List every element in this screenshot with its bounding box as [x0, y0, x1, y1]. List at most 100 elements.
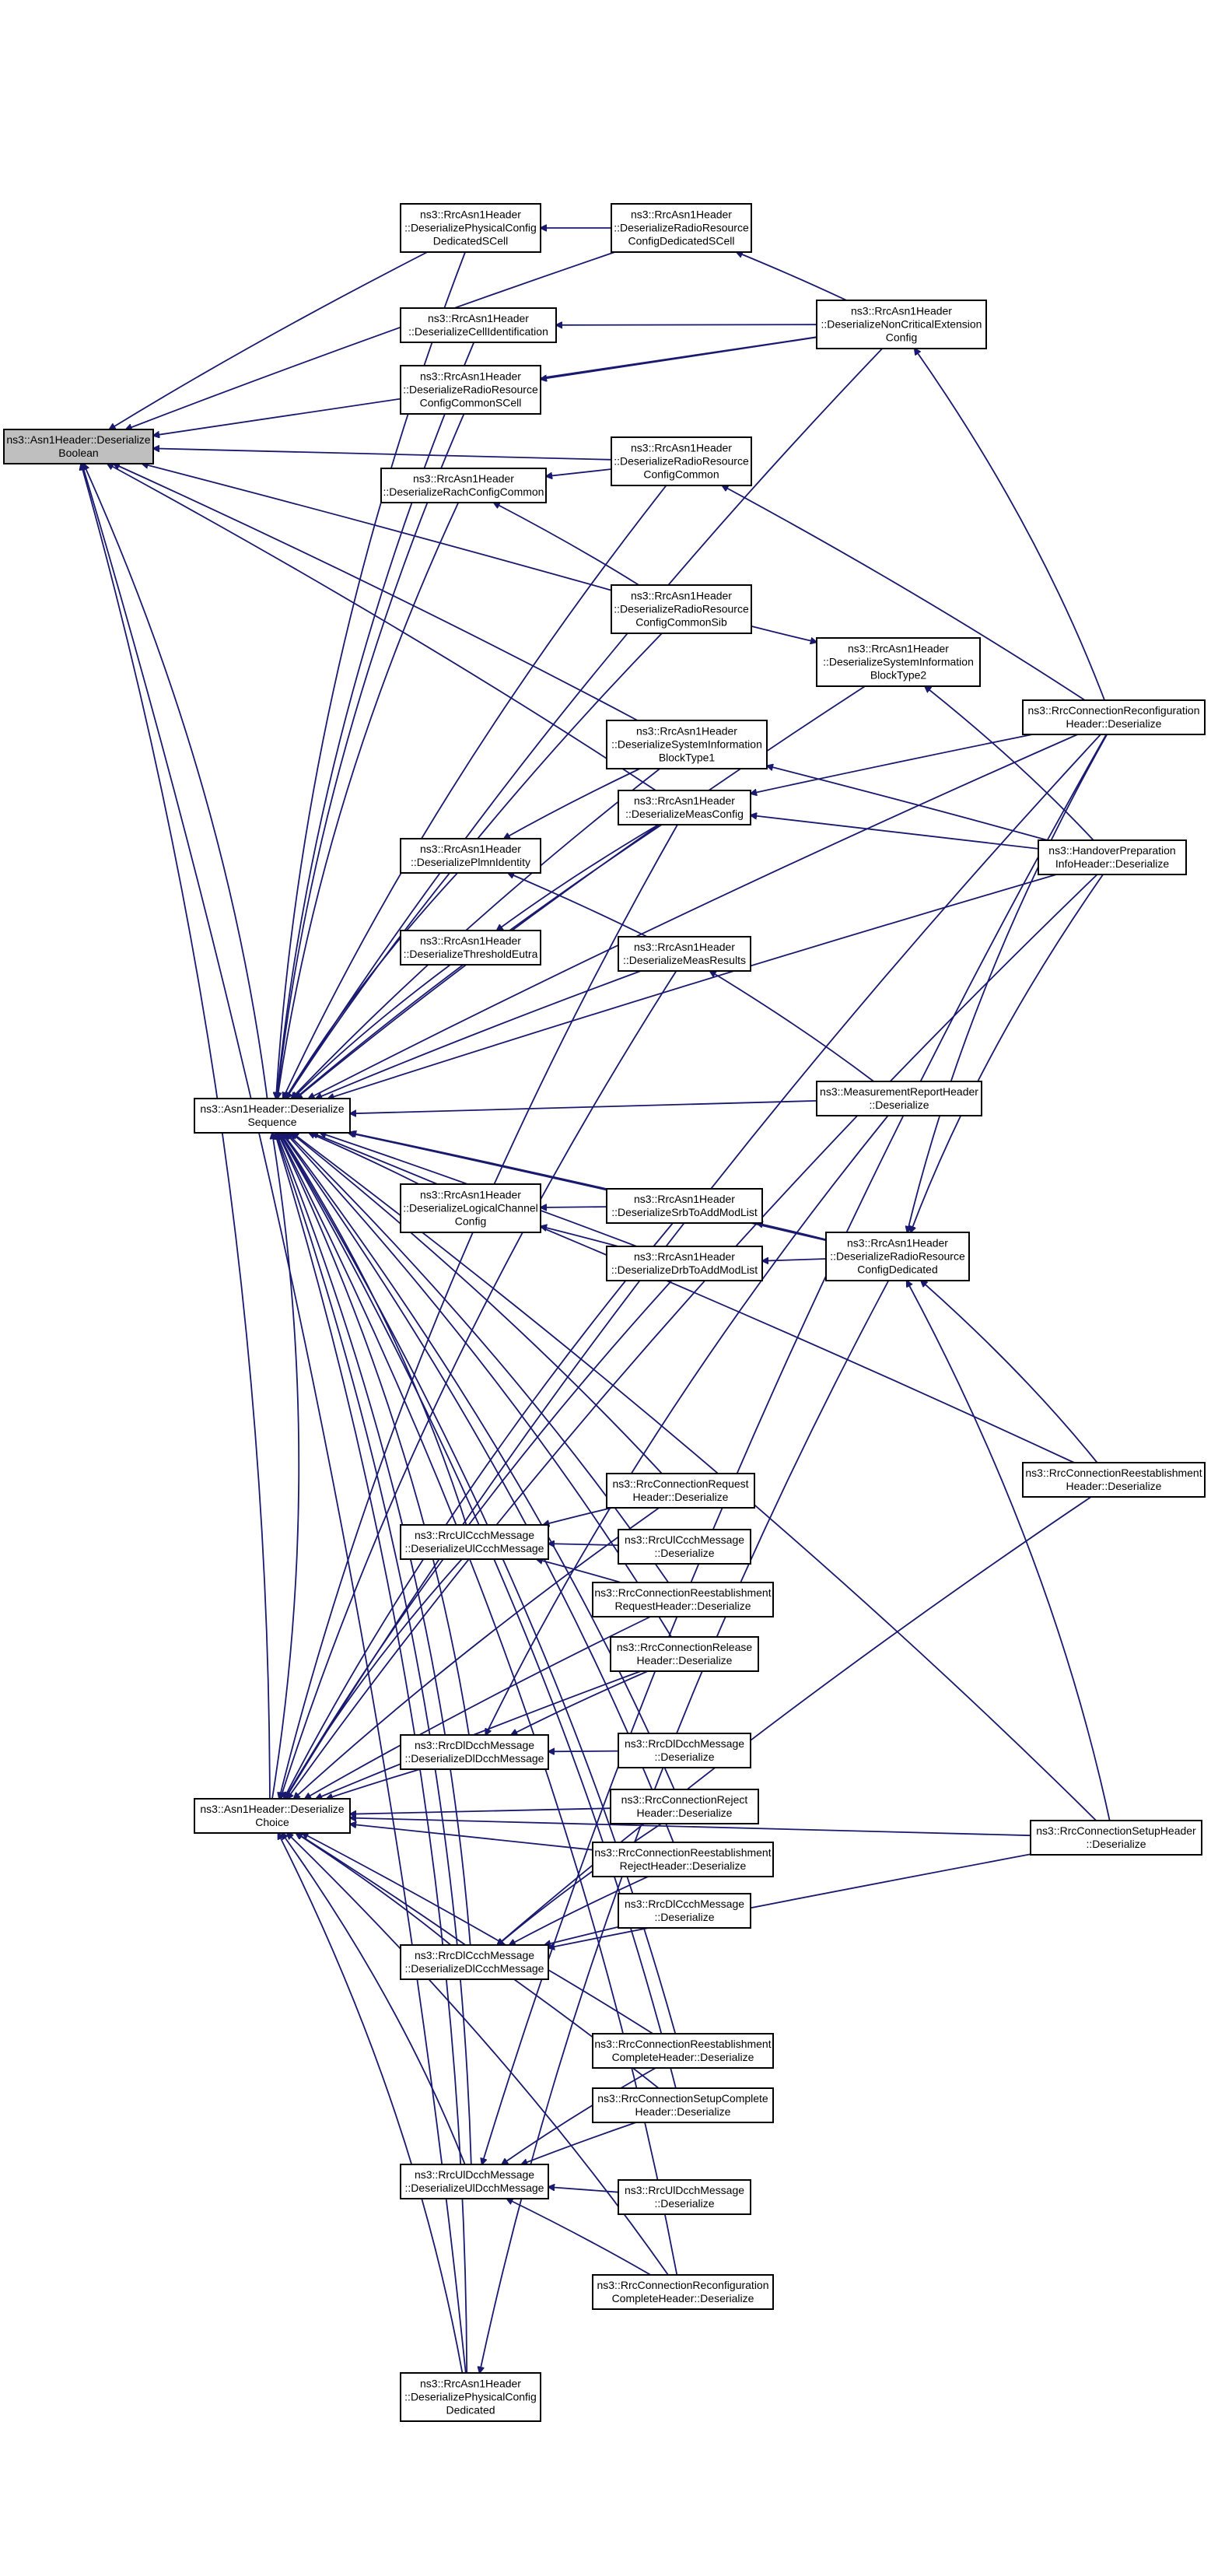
node-box-dlDcchDes[interactable] — [400, 1734, 549, 1770]
node-label-hoPrepHdr-line-0: ns3::HandoverPreparation — [1048, 844, 1175, 857]
node-box-logChCfg[interactable] — [400, 1183, 541, 1233]
node-dlCcchDes[interactable]: ns3::RrcDlCcchMessage::DeserializeDlCcch… — [400, 1944, 549, 1980]
node-box-rrCfgDed[interactable] — [825, 1232, 970, 1281]
node-rejectHdr[interactable]: ns3::RrcConnectionRejectHeader::Deserial… — [610, 1789, 759, 1824]
node-box-measCfg[interactable] — [618, 790, 751, 825]
node-box-rachCfg[interactable] — [380, 468, 547, 503]
node-physCfgDed[interactable]: ns3::RrcAsn1Header::DeserializePhysicalC… — [400, 2372, 541, 2422]
node-setupCompHdr[interactable]: ns3::RrcConnectionSetupCompleteHeader::D… — [592, 2087, 774, 2123]
node-hoPrepHdr[interactable]: ns3::HandoverPreparationInfoHeader::Dese… — [1038, 839, 1187, 875]
node-box-choice[interactable] — [194, 1798, 351, 1834]
node-measCfg[interactable]: ns3::RrcAsn1Header::DeserializeMeasConfi… — [618, 790, 751, 825]
node-label-ulCcchDes-line-1: ::DeserializeUlCcchMessage — [405, 1542, 544, 1554]
node-label-setupHdr-line-0: ns3::RrcConnectionSetupHeader — [1036, 1824, 1196, 1837]
node-box-seq[interactable] — [194, 1098, 351, 1134]
node-box-reconfCompHdr[interactable] — [592, 2274, 774, 2310]
node-label-rrCfgCommon-line-1: ::DeserializeRadioResource — [614, 455, 749, 468]
node-reestReqHdr[interactable]: ns3::RrcConnectionReestablishmentRequest… — [592, 1582, 774, 1617]
node-box-plmn[interactable] — [400, 838, 541, 874]
node-label-connReqHdr-line-0: ns3::RrcConnectionRequest — [612, 1477, 748, 1490]
node-box-dlDcchMsg[interactable] — [618, 1733, 751, 1768]
node-reconfCompHdr[interactable]: ns3::RrcConnectionReconfigurationComplet… — [592, 2274, 774, 2310]
node-box-srbMod[interactable] — [606, 1188, 763, 1224]
node-box-measReportHdr[interactable] — [816, 1081, 982, 1116]
node-box-physCfgDed[interactable] — [400, 2372, 541, 2422]
node-plmn[interactable]: ns3::RrcAsn1Header::DeserializePlmnIdent… — [400, 838, 541, 874]
node-label-sib2-line-1: ::DeserializeSystemInformation — [823, 656, 974, 668]
node-label-rachCfg-line-1: ::DeserializeRachConfigCommon — [383, 485, 544, 498]
node-reestHdr[interactable]: ns3::RrcConnectionReestablishmentHeader:… — [1022, 1462, 1206, 1498]
node-dlDcchMsg[interactable]: ns3::RrcDlDcchMessage::Deserialize — [618, 1733, 751, 1768]
node-logChCfg[interactable]: ns3::RrcAsn1Header::DeserializeLogicalCh… — [400, 1183, 541, 1233]
node-rachCfg[interactable]: ns3::RrcAsn1Header::DeserializeRachConfi… — [380, 468, 547, 503]
node-box-root[interactable] — [3, 429, 154, 464]
node-box-ulDcchMsg[interactable] — [618, 2179, 751, 2215]
node-connReqHdr[interactable]: ns3::RrcConnectionRequestHeader::Deseria… — [606, 1473, 755, 1509]
node-nonCritExt[interactable]: ns3::RrcAsn1Header::DeserializeNonCritic… — [816, 300, 987, 349]
node-setupHdr[interactable]: ns3::RrcConnectionSetupHeader::Deseriali… — [1030, 1820, 1202, 1856]
node-box-dlCcchMsg[interactable] — [618, 1893, 751, 1929]
node-box-reestCompHdr[interactable] — [592, 2033, 774, 2069]
node-box-ulCcchMsg[interactable] — [618, 1529, 751, 1565]
node-dlDcchDes[interactable]: ns3::RrcDlDcchMessage::DeserializeDlDcch… — [400, 1734, 549, 1770]
node-box-reconfHdr[interactable] — [1022, 699, 1206, 735]
node-measReportHdr[interactable]: ns3::MeasurementReportHeader::Deserializ… — [816, 1081, 982, 1116]
edge-rrCfgCommonSib-to-root — [142, 464, 612, 591]
node-box-setupCompHdr[interactable] — [592, 2087, 774, 2123]
node-box-rejectHdr[interactable] — [610, 1789, 759, 1824]
node-rrCfgCommonSib[interactable]: ns3::RrcAsn1Header::DeserializeRadioReso… — [611, 584, 752, 634]
node-box-sib2[interactable] — [816, 637, 981, 687]
node-box-hoPrepHdr[interactable] — [1038, 839, 1187, 875]
node-box-drbMod[interactable] — [606, 1246, 763, 1281]
node-srbMod[interactable]: ns3::RrcAsn1Header::DeserializeSrbToAddM… — [606, 1188, 763, 1224]
node-box-rrCfgDedSCell[interactable] — [611, 203, 752, 253]
node-box-ulCcchDes[interactable] — [400, 1524, 549, 1560]
node-box-rrCfgCommon[interactable] — [611, 436, 752, 486]
node-sib2[interactable]: ns3::RrcAsn1Header::DeserializeSystemInf… — [816, 637, 981, 687]
node-ulCcchMsg[interactable]: ns3::RrcUlCcchMessage::Deserialize — [618, 1529, 751, 1565]
node-drbMod[interactable]: ns3::RrcAsn1Header::DeserializeDrbToAddM… — [606, 1246, 763, 1281]
node-rrCfgDed[interactable]: ns3::RrcAsn1Header::DeserializeRadioReso… — [825, 1232, 970, 1281]
node-box-setupHdr[interactable] — [1030, 1820, 1202, 1856]
node-box-threshEutra[interactable] — [400, 930, 541, 966]
node-box-nonCritExt[interactable] — [816, 300, 987, 349]
edge-reconfHdr-to-nonCritExt — [915, 349, 1105, 701]
node-reestCompHdr[interactable]: ns3::RrcConnectionReestablishmentComplet… — [592, 2033, 774, 2069]
edge-physCfgSCell-to-root — [110, 251, 428, 429]
node-box-ulDcchDes[interactable] — [400, 2164, 549, 2199]
node-cellId[interactable]: ns3::RrcAsn1Header::DeserializeCellIdent… — [400, 307, 557, 343]
node-box-rrCfgCommonSCell[interactable] — [400, 365, 541, 415]
node-box-dlCcchDes[interactable] — [400, 1944, 549, 1980]
node-rrCfgDedSCell[interactable]: ns3::RrcAsn1Header::DeserializeRadioReso… — [611, 203, 752, 253]
node-dlCcchMsg[interactable]: ns3::RrcDlCcchMessage::Deserialize — [618, 1893, 751, 1929]
node-box-reestHdr[interactable] — [1022, 1462, 1206, 1498]
node-label-measCfg-line-0: ns3::RrcAsn1Header — [634, 794, 735, 807]
node-label-ulDcchDes-line-0: ns3::RrcUlDcchMessage — [415, 2168, 534, 2181]
node-box-rrCfgCommonSib[interactable] — [611, 584, 752, 634]
node-reconfHdr[interactable]: ns3::RrcConnectionReconfigurationHeader:… — [1022, 699, 1206, 735]
node-threshEutra[interactable]: ns3::RrcAsn1Header::DeserializeThreshold… — [400, 930, 541, 966]
node-rrCfgCommon[interactable]: ns3::RrcAsn1Header::DeserializeRadioReso… — [611, 436, 752, 486]
node-label-hoPrepHdr-line-1: InfoHeader::Deserialize — [1055, 857, 1170, 870]
node-releaseHdr[interactable]: ns3::RrcConnectionReleaseHeader::Deseria… — [610, 1636, 759, 1672]
node-ulDcchMsg[interactable]: ns3::RrcUlDcchMessage::Deserialize — [618, 2179, 751, 2215]
node-box-connReqHdr[interactable] — [606, 1473, 755, 1509]
node-rrCfgCommonSCell[interactable]: ns3::RrcAsn1Header::DeserializeRadioReso… — [400, 365, 541, 415]
node-box-measRes[interactable] — [618, 936, 751, 972]
node-box-sib1[interactable] — [606, 720, 768, 769]
node-ulDcchDes[interactable]: ns3::RrcUlDcchMessage::DeserializeUlDcch… — [400, 2164, 549, 2199]
node-ulCcchDes[interactable]: ns3::RrcUlCcchMessage::DeserializeUlCcch… — [400, 1524, 549, 1560]
node-box-physCfgSCell[interactable] — [400, 203, 541, 253]
node-measRes[interactable]: ns3::RrcAsn1Header::DeserializeMeasResul… — [618, 936, 751, 972]
node-box-releaseHdr[interactable] — [610, 1636, 759, 1672]
node-sib1[interactable]: ns3::RrcAsn1Header::DeserializeSystemInf… — [606, 720, 768, 769]
node-physCfgSCell[interactable]: ns3::RrcAsn1Header::DeserializePhysicalC… — [400, 203, 541, 253]
node-box-reestReqHdr[interactable] — [592, 1582, 774, 1617]
node-box-cellId[interactable] — [400, 307, 557, 343]
edge-rrCfgCommon-to-seq — [283, 485, 667, 1099]
node-reestRejHdr[interactable]: ns3::RrcConnectionReestablishmentRejectH… — [592, 1842, 774, 1877]
node-box-reestRejHdr[interactable] — [592, 1842, 774, 1877]
